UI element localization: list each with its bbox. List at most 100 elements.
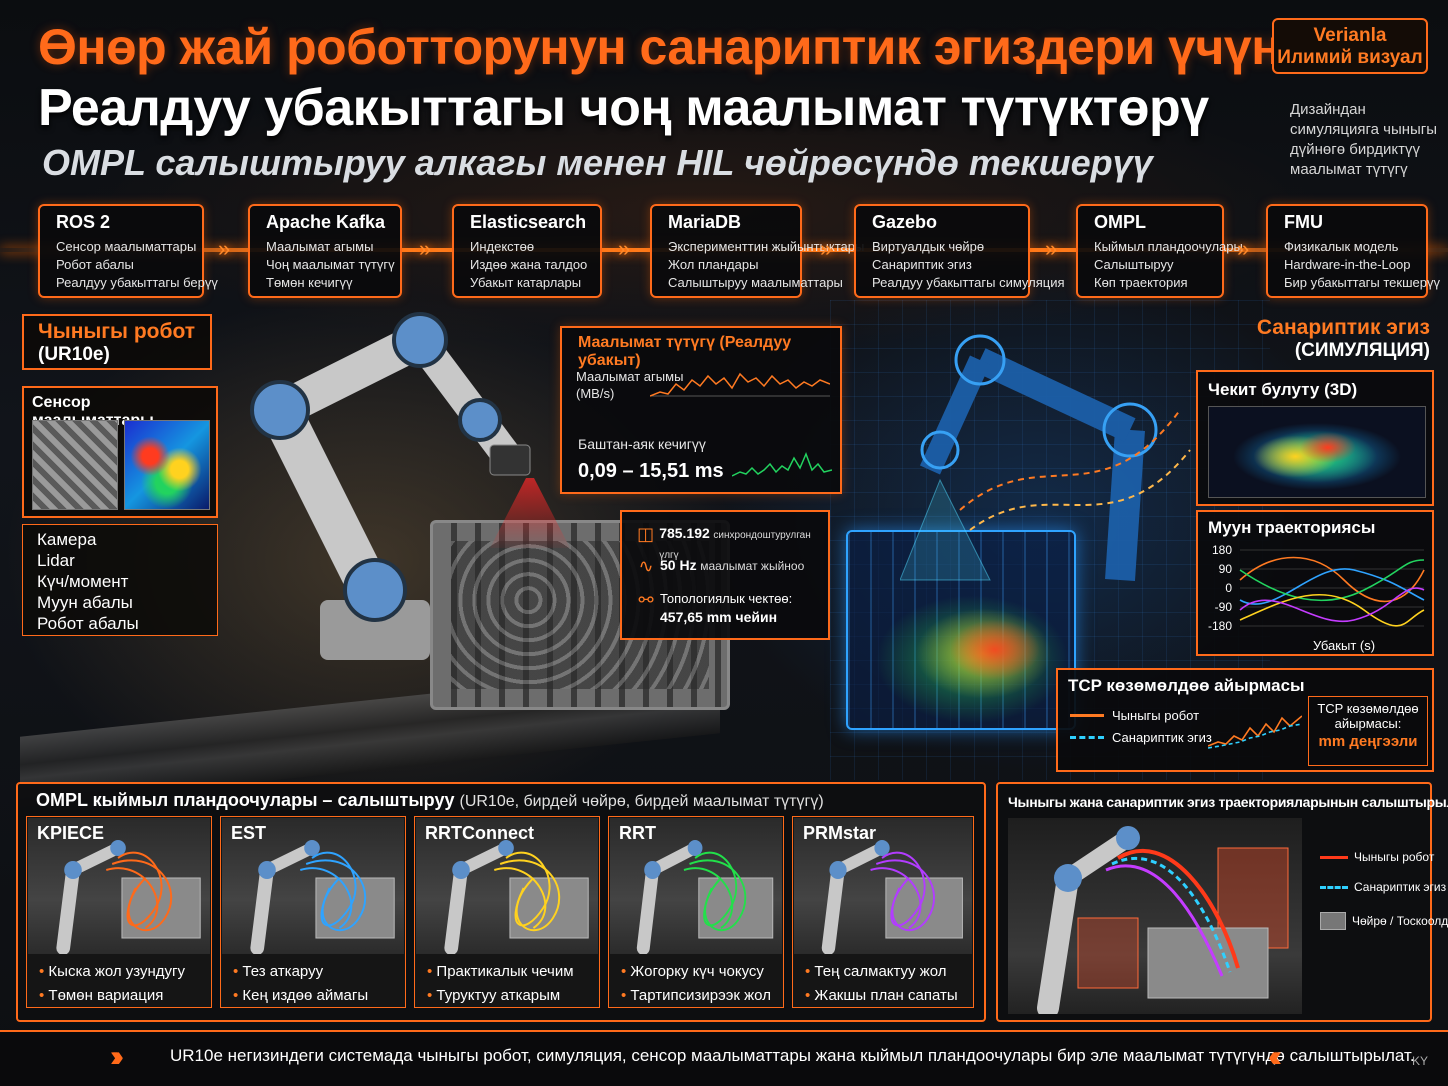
ompl-heading-title: OMPL кыймыл пландоочулары – салыштыруу bbox=[36, 790, 455, 810]
trajectory-comparison-title: Чыныгы жана санариптик эгиз траекторияла… bbox=[1008, 794, 1448, 810]
planner-image bbox=[28, 818, 210, 954]
real-robot-model: (UR10e) bbox=[38, 344, 110, 365]
legend-box bbox=[1320, 912, 1346, 930]
pipeline-stage-line: Виртуалдык чөйрө bbox=[872, 239, 985, 254]
sensor-item: Күч/момент bbox=[37, 572, 129, 591]
sensor-list: Камера Lidar Күч/момент Муун абалы Робот… bbox=[22, 524, 218, 636]
pipeline-stage-line: Жол пландары bbox=[668, 257, 759, 272]
topology-label: Топологиялык чектөө: bbox=[660, 591, 793, 606]
pipeline-stage-line: Чоң маалымат түтүгү bbox=[266, 257, 395, 272]
pipeline-stage-line: Издөө жана талдоо bbox=[470, 257, 588, 272]
twin-scan-cone bbox=[900, 478, 991, 581]
cmp-legend-twin-label: Санариптик эгиз bbox=[1354, 880, 1447, 894]
twin-title: Санариптик эгиз bbox=[1256, 316, 1430, 339]
joint-trajectory-chart: 180 90 0 -90 -180 Убакыт (s) bbox=[1208, 543, 1425, 653]
planner-card-rrt: RRTЖогорку күч чокусуТартипсизирээк жол bbox=[608, 816, 784, 1008]
pipeline-stage-line: Индекстөө bbox=[470, 239, 535, 254]
cmp-legend-real: Чыныгы робот bbox=[1320, 850, 1434, 864]
rate-label: маалымат жыйноо bbox=[700, 559, 805, 573]
planner-image bbox=[794, 818, 972, 954]
rate-value: 50 Hz bbox=[660, 557, 697, 573]
pipeline-stage-line: Төмөн кечигүү bbox=[266, 275, 353, 290]
ompl-heading: OMPL кыймыл пландоочулары – салыштыруу (… bbox=[36, 790, 824, 811]
pipeline-stage-line: Маалымат агымы bbox=[266, 239, 374, 254]
pipeline-stage-title: ROS 2 bbox=[56, 212, 111, 232]
planner-name: RRT bbox=[619, 823, 656, 843]
flow-arrow-icon: » bbox=[618, 236, 631, 261]
latency-value: 0,09 – 15,51 ms bbox=[578, 460, 724, 482]
pipeline-stage-line: Эксперименттин жыйынтыктары bbox=[668, 239, 865, 254]
planner-card-kpiece: KPIECEКыска жол узундугуТөмөн вариация bbox=[26, 816, 212, 1008]
pipeline-stage-line: Салыштыруу маалыматтары bbox=[668, 275, 843, 290]
brand-name: Verianla bbox=[1313, 25, 1387, 46]
point-cloud-title: Чекит булуту (3D) bbox=[1208, 380, 1358, 399]
flow-arrow-icon: » bbox=[1045, 236, 1058, 261]
pipeline-stage-title: FMU bbox=[1284, 212, 1323, 232]
topology-value: 457,65 mm чейин bbox=[660, 609, 778, 625]
stream-flow-label-1: Маалымат агымы bbox=[576, 369, 684, 384]
sensor-item: Lidar bbox=[37, 551, 75, 570]
language-code: KY bbox=[1411, 1054, 1428, 1068]
pipeline-stage-line: Салыштыруу bbox=[1094, 257, 1174, 272]
footer-text: UR10e негизиндеги системада чыныгы робот… bbox=[170, 1046, 1415, 1065]
joint-tick: -180 bbox=[1208, 619, 1232, 633]
planner-name: KPIECE bbox=[37, 823, 105, 843]
pipeline-stage-line: Санариптик эгиз bbox=[872, 257, 972, 272]
share-nodes-icon: ⚯ bbox=[638, 590, 654, 610]
real-robot-title: Чыныгы робот bbox=[38, 320, 196, 343]
title-line-2: Реалдуу убакыттагы чоң маалымат түтүктөр… bbox=[38, 79, 1209, 137]
lidar-thumbnail bbox=[124, 420, 210, 510]
sensor-item: Муун абалы bbox=[37, 593, 133, 612]
title-line-1: Өнөр жай роботторунун санариптик эгиздер… bbox=[38, 19, 1281, 75]
pipeline-stage-title: OMPL bbox=[1094, 212, 1146, 232]
engine-block bbox=[1147, 927, 1269, 999]
camera-thumbnail bbox=[32, 420, 118, 510]
pipeline-stage-line: Реалдуу убакыттагы берүү bbox=[56, 275, 218, 290]
trajectory-comparison-drawing bbox=[1037, 826, 1289, 1014]
stream-title: Маалымат түтүгү (Реалдуу убакыт) bbox=[578, 334, 792, 369]
planner-bullet: Кыска жол узундугу bbox=[39, 963, 185, 980]
tcp-summary-line-2: айырмасы: bbox=[1334, 716, 1402, 731]
tcp-legend-twin: Санариптик эгиз bbox=[1070, 730, 1212, 745]
obstacle-box bbox=[1077, 917, 1139, 989]
latency-label: Баштан-аяк кечигүү bbox=[578, 436, 706, 452]
legend-line-dashed bbox=[1070, 736, 1104, 739]
planner-image bbox=[222, 818, 404, 954]
stats-panel: ◫ 785.192 синхрондоштурулган үлгү ∿ 50 H… bbox=[620, 510, 830, 640]
joint-xlabel: Убакыт (s) bbox=[1313, 638, 1375, 653]
chevron-left-icon: ‹‹‹ bbox=[1268, 1040, 1282, 1073]
planner-image bbox=[610, 818, 782, 954]
planner-bullet: Туруктуу аткарым bbox=[427, 987, 560, 1004]
pipeline-stage-title: Apache Kafka bbox=[266, 212, 386, 232]
flow-arrow-icon: » bbox=[1237, 236, 1250, 261]
flow-sparkline bbox=[650, 372, 830, 397]
planner-name: RRTConnect bbox=[425, 823, 534, 843]
legend-line-solid bbox=[1070, 714, 1104, 717]
flow-arrow-icon: » bbox=[419, 236, 432, 261]
stat-sync: ◫ 785.192 синхрондоштурулган үлгү bbox=[632, 524, 828, 565]
twin-robot-arm bbox=[900, 334, 1191, 581]
twin-subtitle: (СИМУЛЯЦИЯ) bbox=[1294, 340, 1430, 361]
planner-name: PRMstar bbox=[803, 823, 877, 843]
point-cloud-box: Чекит булуту (3D) bbox=[1196, 370, 1434, 506]
cmp-legend-obstacle: Чөйрө / Тоскоолдук bbox=[1320, 912, 1448, 930]
pipeline-stage-line: Бир убакыттагы текшерүү bbox=[1284, 275, 1440, 290]
joint-tick: 180 bbox=[1212, 543, 1232, 557]
footer-bar: ››› UR10e негизиндеги системада чыныгы р… bbox=[0, 1030, 1448, 1086]
legend-line-dashed bbox=[1320, 885, 1348, 889]
title-line-3: OMPL салыштыруу алкагы менен HIL чөйрөсү… bbox=[42, 142, 1153, 183]
tcp-summary-value: mm деңгээли bbox=[1318, 733, 1418, 750]
ompl-heading-sub: (UR10e, бирдей чөйрө, бирдей маалымат тү… bbox=[459, 793, 824, 810]
planner-card-prmstar: PRMstarТең салмактуу жолЖакшы план сапат… bbox=[792, 816, 974, 1008]
pipeline-stage-line: Hardware-in-the-Loop bbox=[1284, 257, 1411, 272]
pipeline-stage-title: MariaDB bbox=[668, 212, 742, 232]
cmp-legend-twin: Санариптик эгиз bbox=[1320, 880, 1446, 894]
real-robot-label: Чыныгы робот (UR10e) bbox=[22, 314, 212, 370]
stream-flow-label-2: (MB/s) bbox=[576, 386, 615, 401]
tcp-summary-line-1: TCP көзөмөлдөө bbox=[1317, 701, 1419, 716]
pipeline-stage-line: Сенсор маалыматтары bbox=[56, 239, 197, 254]
tcp-error-chart bbox=[1208, 715, 1302, 749]
tcp-legend-twin-label: Санариптик эгиз bbox=[1112, 730, 1212, 745]
